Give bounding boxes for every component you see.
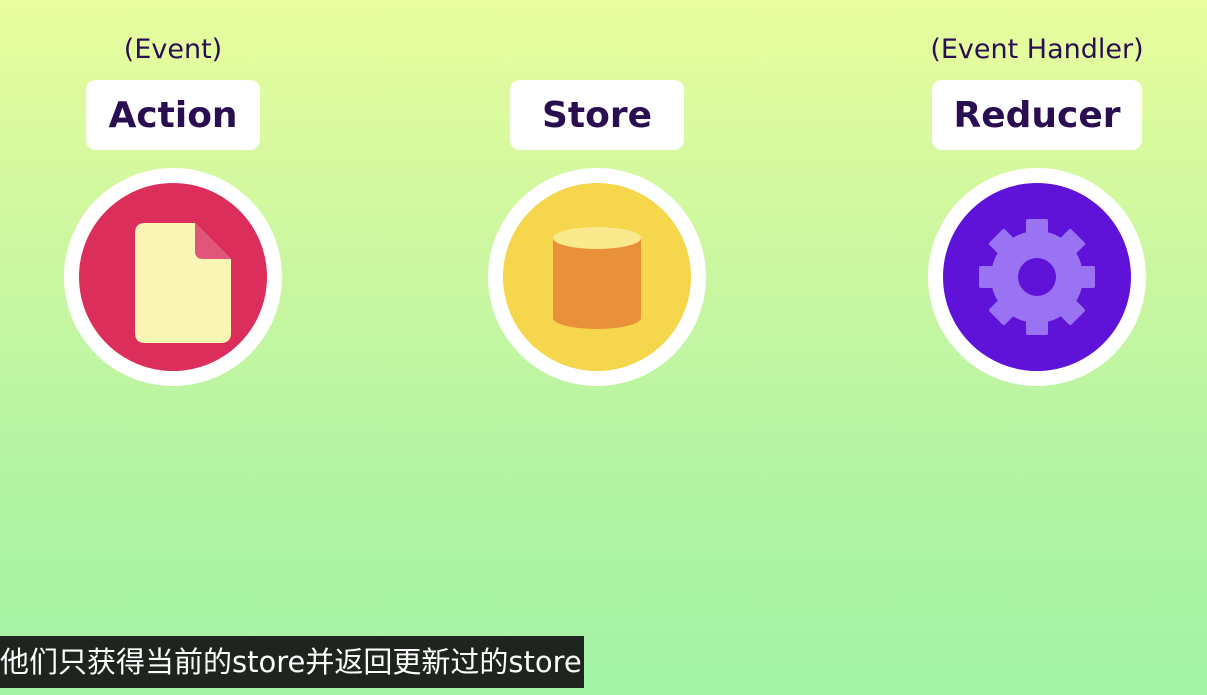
node-caption: (Event) [123,34,223,65]
node-store: Store [477,0,717,400]
node-action: (Event) Action [53,0,293,400]
node-label: Store [510,80,684,150]
gear-icon [943,183,1131,371]
database-icon [503,183,691,371]
node-caption: (Event Handler) [930,34,1144,65]
video-subtitle: 他们只获得当前的store并返回更新过的store [0,636,584,688]
node-label: Action [86,80,260,150]
icon-ring [928,168,1146,386]
node-label: Reducer [932,80,1142,150]
icon-ring [488,168,706,386]
node-reducer: (Event Handler) Reducer [917,0,1157,400]
document-icon [79,183,267,371]
icon-ring [64,168,282,386]
